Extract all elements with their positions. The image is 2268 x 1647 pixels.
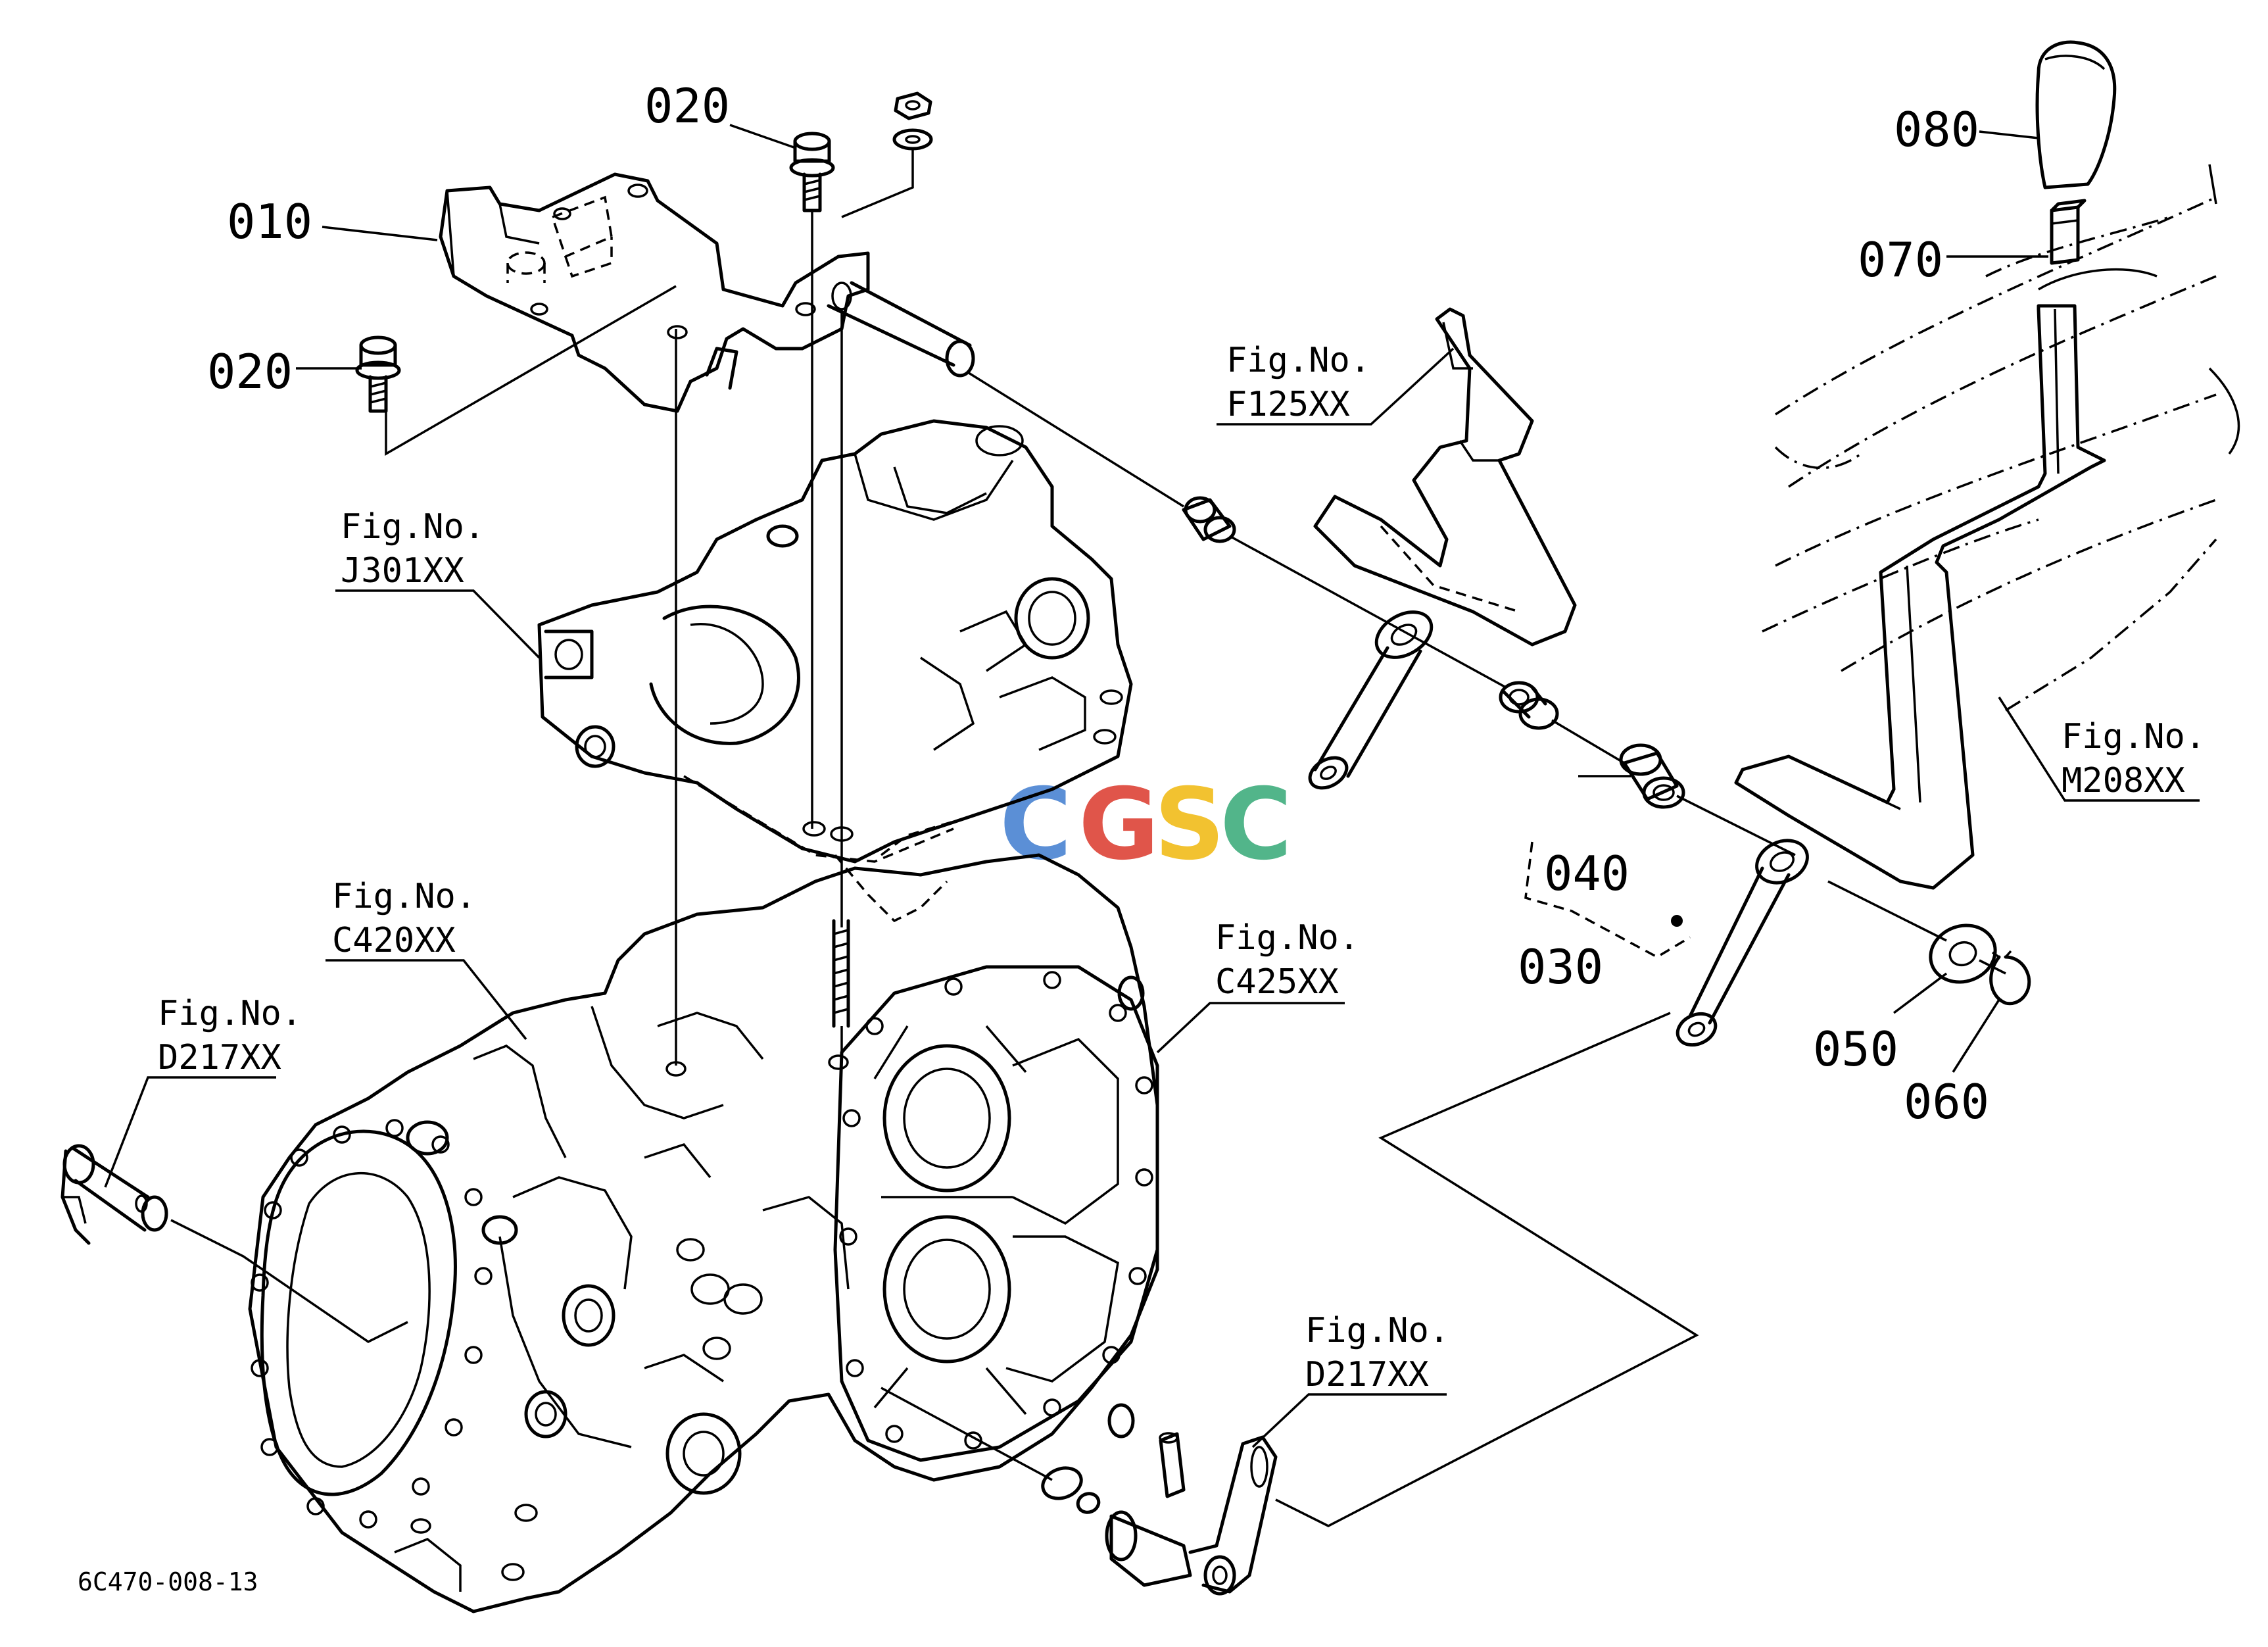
snap-ring-icon <box>1989 950 2031 1006</box>
bolt-icon <box>355 335 401 413</box>
lever-icon <box>1041 1432 1278 1596</box>
watermark-letter-2: G <box>1078 768 1159 882</box>
lever-icon <box>60 1144 168 1245</box>
washer-icon <box>1929 923 1997 984</box>
leader-m208 <box>1998 697 2200 802</box>
assembly-line-8 <box>881 1387 1053 1481</box>
callout-080: 080 <box>1894 102 1979 157</box>
leader-j301 <box>335 589 541 659</box>
watermark: C G S C <box>1000 768 1292 882</box>
leader-010 <box>322 226 438 241</box>
fig-ref-j301-prefix: Fig.No. <box>341 507 485 547</box>
leader-d217a <box>104 1076 276 1188</box>
assembly-line-6 <box>385 285 677 456</box>
leader-f125 <box>1217 347 1455 426</box>
fig-ref-f125-prefix: Fig.No. <box>1226 341 1370 380</box>
reference-body <box>1762 164 2240 712</box>
fig-ref-f125-code: F125XX <box>1226 385 1350 424</box>
fig-ref-c420-code: C420XX <box>332 921 456 960</box>
shaft-icon <box>827 281 975 378</box>
leader-060 <box>1952 999 2000 1073</box>
fig-ref-m208-code: M208XX <box>2062 761 2185 800</box>
fig-ref-j301-code: J301XX <box>341 551 464 591</box>
pivot-axis <box>966 370 2006 975</box>
fig-ref-d217-right-prefix: Fig.No. <box>1305 1311 1449 1350</box>
face-bolt-ring <box>839 971 1153 1450</box>
fig-ref-c425-prefix: Fig.No. <box>1215 918 1359 958</box>
callout-070: 070 <box>1858 232 1943 287</box>
watermark-letter-4: C <box>1220 768 1292 882</box>
fig-ref-c420-prefix: Fig.No. <box>332 877 476 916</box>
fig-ref-m208-prefix: Fig.No. <box>2062 717 2206 756</box>
housing-icon <box>248 814 1159 1613</box>
bolt-icon <box>789 132 835 212</box>
housing-icon <box>537 419 1133 864</box>
collar-icon <box>1182 496 1236 543</box>
knob-icon <box>2035 40 2117 189</box>
callout-050: 050 <box>1813 1021 1898 1077</box>
lever-icon <box>1308 307 1577 790</box>
leader-050 <box>1893 972 1948 1014</box>
fig-ref-d217-right-code: D217XX <box>1305 1355 1429 1394</box>
fig-ref-d217-left-prefix: Fig.No. <box>158 994 302 1033</box>
callout-060: 060 <box>1904 1074 1989 1129</box>
leader-080 <box>1979 130 2039 139</box>
bracket-icon <box>439 172 870 413</box>
watermark-letter-3: S <box>1154 768 1225 882</box>
stud-icon <box>832 919 850 1028</box>
callout-040: 040 <box>1544 846 1629 901</box>
callout-020-left: 020 <box>207 344 293 399</box>
connection-line <box>1275 1012 1699 1527</box>
collar-icon <box>1619 743 1685 809</box>
lever-icon <box>1734 304 2106 890</box>
leader-020a <box>729 124 796 149</box>
leader-c420 <box>326 959 527 1041</box>
leader-c425 <box>1156 1002 1345 1054</box>
callout-010: 010 <box>227 194 312 249</box>
washer-icon <box>892 91 933 151</box>
group-bracket <box>1524 841 1691 959</box>
assembly-line-5 <box>841 148 914 218</box>
lever-icon <box>1671 839 1809 1047</box>
fig-ref-c425-code: C425XX <box>1215 962 1339 1002</box>
diagram-id: 6C470-008-13 <box>78 1567 258 1596</box>
fig-ref-d217-left-code: D217XX <box>158 1038 281 1077</box>
leader-d217b <box>1251 1393 1447 1448</box>
callout-020-top: 020 <box>644 78 730 134</box>
collar-icon <box>1499 681 1559 730</box>
grip-icon <box>2050 199 2087 265</box>
housing-bolt-ring <box>251 1119 493 1529</box>
assembly-line-7 <box>170 1219 408 1344</box>
callout-030: 030 <box>1518 939 1603 995</box>
